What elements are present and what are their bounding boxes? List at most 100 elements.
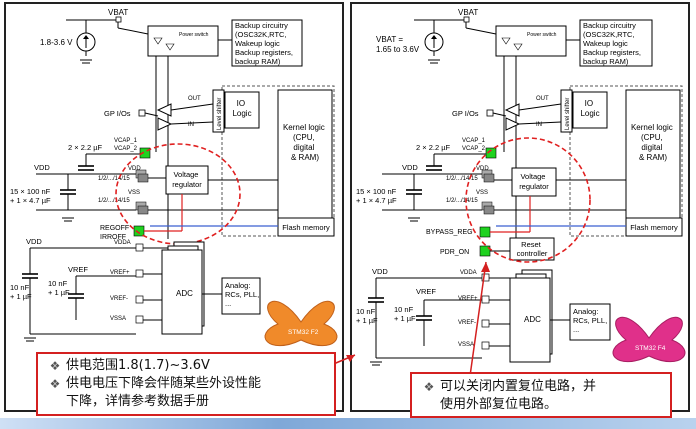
vdd-pins-label: 1/2/.../14/15 [98,176,130,182]
regoff-pin [133,225,145,237]
note-row: ❖ 可以关闭内置复位电路，并 [418,378,664,396]
adc-label: ADC [176,289,193,298]
vbat-range-line: 1.65 to 3.6V [376,45,420,54]
bullet-icon: ❖ [49,359,61,373]
backup-line: (OSC32K,RTC, [235,30,287,39]
note-row: ❖ 供电范围1.8(1.7)~3.6V [44,357,328,375]
voltage-regulator-text: Voltage regulator [172,170,202,189]
vcap-cap-label: 2 × 2.2 µF [416,143,451,152]
analog-text: Analog: RCs, PLL, ... [225,281,261,308]
kernel-logic-text: Kernel logic (CPU, digital & RAM) [283,123,327,162]
backup-line: Wakeup logic [583,39,628,48]
out-label: OUT [188,96,201,102]
io-logic-line: IO [585,99,593,108]
vdda-pin [135,243,144,252]
kernel-line: (CPU, [641,133,663,142]
vbat-range-line: VBAT = [376,35,403,44]
vdda-label: VDDA [114,240,131,246]
vref-minus-pin [481,319,490,328]
backup-line: Backup circuitry [235,21,288,30]
in-buffer [157,117,173,131]
io-logic-text: IO Logic [580,99,599,118]
vss-pins-label: 1/2/.../14/15 [446,198,478,204]
adc-label: ADC [524,315,541,324]
vcap2-label: VCAP_2 [462,146,486,152]
voltage-drop-note-cont: 下降，详情参考数据手册 [66,394,210,409]
note-row: 下降，详情参考数据手册 [44,393,328,411]
backup-line: backup RAM) [583,57,629,66]
io-logic-line: Logic [580,109,599,118]
gp-io-pin [486,109,494,117]
vref-minus-label: VREF- [110,296,128,302]
vbat-label: VBAT [108,8,128,17]
irroff-label: IRROFF [100,234,126,241]
note-row: 使用外部复位电路。 [418,396,664,414]
level-shifter-label: Level shifter [217,98,223,130]
vbat-range: VBAT = 1.65 to 3.6V [376,35,420,54]
note-row: ❖ 供电电压下降会伴随某些外设性能 [44,375,328,393]
flash-memory-box [625,217,683,237]
stm32-f2-logo: STM32 F2 [264,300,338,346]
vss-pins-label: 1/2/.../14/15 [98,198,130,204]
vdd-pin-label: VDD [128,166,141,172]
analog-line: Analog: [573,307,598,316]
stm32f2-panel: VBAT 1.8-3.6 V Power switch Backup circu… [4,2,344,412]
voltage-regulator-text: Voltage regulator [519,172,549,191]
adc-box [161,249,203,335]
flash-memory-box [277,217,335,237]
vreg-line: Voltage [520,172,545,181]
vdd-pin-label: VDD [476,166,489,172]
vref-cap-line: 10 nF [48,279,68,288]
vref-cap-line: 10 nF [394,305,414,314]
vbat-pin [463,16,470,23]
in-label: IN [536,122,542,128]
analog-line: ... [573,325,579,334]
flash-memory-label: Flash memory [282,223,330,232]
analog-cap-label: 10 nF + 1 µF [10,283,32,301]
logo-text: STM32 F2 [288,329,319,336]
analog-cap-line: 10 nF [356,307,376,316]
backup-line: backup RAM) [235,57,281,66]
reset-note: 可以关闭内置复位电路，并 [440,379,597,394]
vssa-pin [135,315,144,324]
kernel-logic-text: Kernel logic (CPU, digital & RAM) [631,123,675,162]
vreg-line: regulator [519,182,549,191]
kernel-logic-box [625,89,681,231]
kernel-line: digital [293,143,314,152]
analog-line: ... [225,299,231,308]
reset-line: Reset [521,240,542,249]
kernel-line: Kernel logic [283,123,325,132]
backup-circuitry-box [579,19,653,67]
vss-pin-label: VSS [128,190,140,196]
backup-line: (OSC32K,RTC, [583,30,635,39]
vref-cap-line: + 1 µF [48,288,70,297]
vref-plus-pin [481,295,490,304]
backup-text: Backup circuitry (OSC32K,RTC, Wakeup log… [235,21,295,66]
vref-cap-line: + 1 µF [394,314,416,323]
pdr-on-label: PDR_ON [440,249,469,256]
regulator-highlight [465,137,591,263]
bulk-cap-line: + 1 × 4.7 µF [10,196,51,205]
vssa-label: VSSA [458,342,474,348]
reset-controller-box [509,237,555,261]
reset-controller-text: Reset controller [517,240,548,258]
bullet-icon: ❖ [423,380,435,394]
vcap-cap-label: 2 × 2.2 µF [68,143,103,152]
vcap-pin [139,147,151,159]
io-logic-box [572,91,608,129]
gp-ios-label: GP I/Os [104,109,131,118]
stm32f4-power-diagram: VBAT VBAT = 1.65 to 3.6V Power switch Ba… [356,8,686,366]
vref-plus-label: VREF+ [458,296,478,302]
stm32-f4-logo: STM32 F4 [612,316,686,362]
backup-line: Backup circuitry [583,21,636,30]
bulk-cap-label: 15 × 100 nF + 1 × 4.7 µF [10,187,52,205]
analog-box [221,277,261,315]
analog-cap-line: + 1 µF [356,316,378,325]
backup-line: Wakeup logic [235,39,280,48]
analog-line: RCs, PLL, [573,316,607,325]
level-shifter-box [560,89,573,133]
kernel-line: digital [641,143,662,152]
vdd-label: VDD [34,163,50,172]
vbat-range: 1.8-3.6 V [40,38,73,47]
logo-text: STM32 F4 [635,345,666,352]
